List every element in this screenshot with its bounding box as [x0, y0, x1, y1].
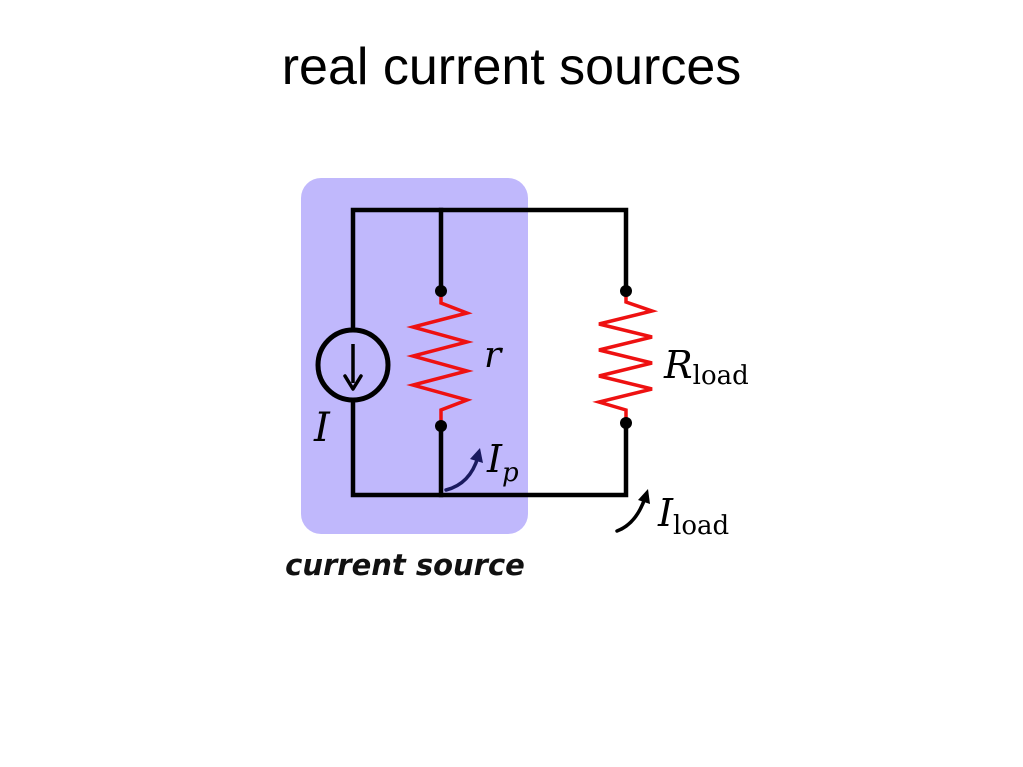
slide-title: real current sources [281, 38, 742, 96]
load-current-label: Iload [657, 491, 729, 541]
current-source-symbol [315, 327, 391, 403]
outer-loop-wire [350, 207, 629, 333]
load-current-arrow-icon [615, 489, 650, 533]
down-arrowhead-icon [343, 374, 363, 391]
circuit-wires [350, 207, 629, 498]
source-current-label: I [313, 405, 331, 451]
internal-current-arrow-icon [444, 448, 483, 492]
terminal-dot [435, 420, 447, 432]
internal-current-label: Ip [486, 437, 519, 488]
terminal-dot [435, 285, 447, 297]
outer-loop-bottom-wire [350, 397, 629, 498]
internal-resistor [406, 291, 474, 426]
terminal-dot [620, 417, 632, 429]
current-source-caption: current source [285, 548, 525, 582]
terminal-dots [435, 285, 632, 432]
load-resistor [592, 291, 659, 423]
internal-resistor-label: r [484, 335, 503, 376]
terminal-dot [620, 285, 632, 297]
load-resistor-label: Rload [663, 343, 749, 391]
current-source-circle [315, 327, 391, 403]
